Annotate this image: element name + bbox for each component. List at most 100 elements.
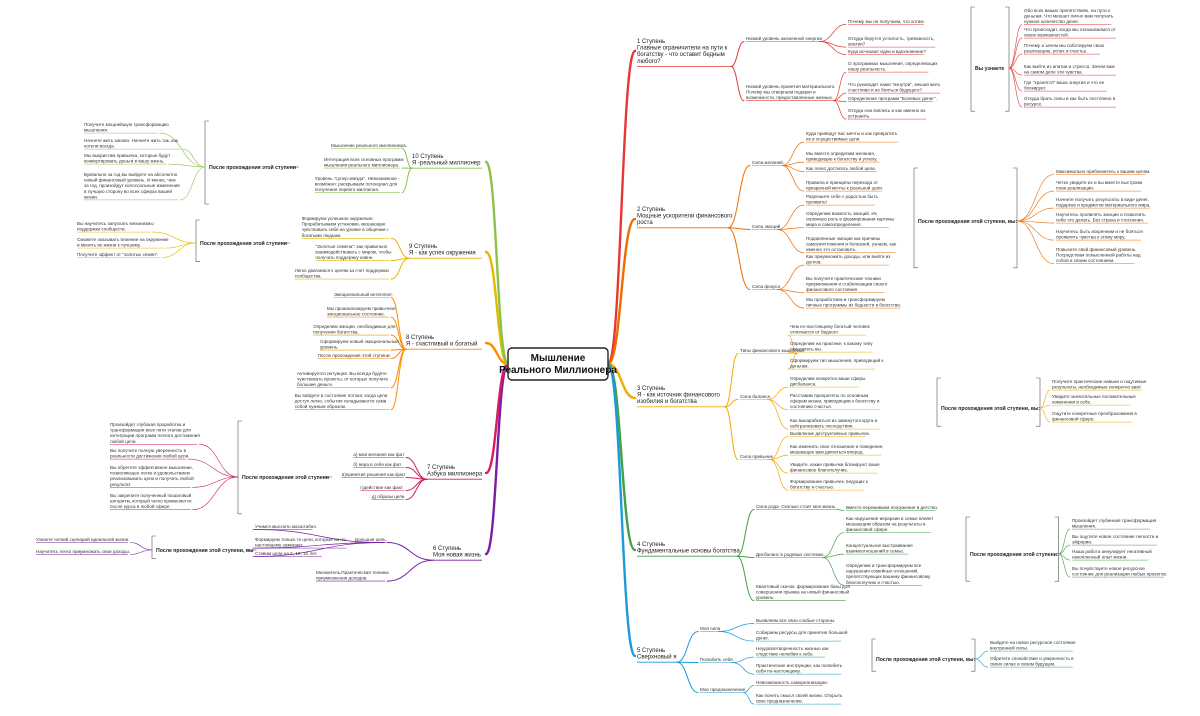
result-item[interactable]: Обо всех ваших препятствиях, на пути кде… bbox=[1024, 8, 1114, 24]
result-item[interactable]: Получите эффект от "золотых семян". bbox=[77, 252, 159, 257]
result-item[interactable]: Откуда брать силы и как быть постоянно в… bbox=[1024, 96, 1116, 107]
sub-topic[interactable]: Формируем успешное окружение.Прорабатыва… bbox=[302, 216, 390, 238]
sub-topic[interactable]: Большая цель. bbox=[355, 537, 387, 542]
leaf-topic[interactable]: Неудовлетворенность жизнью какследствие … bbox=[756, 646, 830, 657]
leaf-topic[interactable]: Определим на практике, к какому типуотно… bbox=[790, 341, 873, 352]
leaf-topic[interactable]: Куда исчезают идеи и вдохновение? bbox=[848, 49, 926, 54]
leaf-topic[interactable]: Как понять смысл своей жизни. Открытьсво… bbox=[756, 692, 843, 704]
sub-topic[interactable]: Вы войдете в состояние потока: когда цел… bbox=[295, 392, 388, 409]
result-heading[interactable]: После прохождения этой ступени, вы: bbox=[918, 218, 1017, 225]
result-item[interactable]: Ощутите конкретные преобразования вфинан… bbox=[1052, 411, 1137, 422]
leaf-topic[interactable]: Почему мы не получаем, что хотим. bbox=[848, 19, 925, 24]
sub-topic[interactable]: а) мои желания как фат bbox=[353, 452, 405, 457]
leaf-topic[interactable]: Определим конкретно ваши сферыдисбаланса… bbox=[790, 376, 865, 387]
result-heading[interactable]: После прохождения этой ступени: bbox=[970, 551, 1059, 558]
leaf-topic[interactable]: Вы получите практические техникиприумнож… bbox=[806, 276, 888, 292]
sub-topic[interactable]: Сила привычек bbox=[740, 454, 774, 459]
leaf-topic[interactable]: Куда приведут вас мечты и как превратить… bbox=[806, 131, 898, 142]
sub-topic[interactable]: Сила желаний. bbox=[752, 159, 784, 165]
result-item[interactable]: Получите мощнейшую трансформациюмышления… bbox=[84, 121, 169, 133]
leaf-topic[interactable]: Откуда берутся усталость, тревожность,ап… bbox=[848, 36, 935, 47]
leaf-topic[interactable]: Правила и принципы перехода отпризрачной… bbox=[806, 180, 883, 191]
leaf-topic[interactable]: Что руководит нами "изнутри", мешая жить… bbox=[848, 82, 941, 93]
leaf-topic[interactable]: Невозможность самореализации. bbox=[756, 680, 828, 685]
leaf-topic[interactable]: Как нарушение иерархии в семье влияетмеш… bbox=[846, 516, 934, 532]
result-item[interactable]: Увидите значительные положительныеизмене… bbox=[1052, 394, 1136, 405]
result-item[interactable]: Где "хранятся" ваша энергия и что ееблок… bbox=[1024, 80, 1105, 91]
leaf-topic[interactable]: Мы вместе определим желания,приводящие к… bbox=[806, 151, 877, 162]
result-item[interactable]: Вы ощутите новое состояние легкости иэйф… bbox=[1072, 534, 1159, 545]
sub-topic[interactable]: Сила фокуса bbox=[752, 284, 780, 289]
leaf-topic[interactable]: Учимся мыслить масштабно. bbox=[255, 524, 317, 529]
sub-topic[interactable]: Определим эмоции, необходимые дляполучен… bbox=[313, 324, 396, 335]
leaf-topic[interactable]: Определим и трансформируем всенарушения … bbox=[846, 563, 931, 585]
sub-topic[interactable]: Множитель.Практическая техникаприумножен… bbox=[316, 570, 389, 581]
sub-topic[interactable]: Интеграция всех основных программмышлени… bbox=[324, 157, 403, 168]
result-item[interactable]: Начнете жить заново. Начнете жить так, к… bbox=[84, 138, 179, 149]
leaf-topic[interactable]: Увидите, какие привычки блокируют вашефи… bbox=[790, 462, 880, 473]
sub-topic[interactable]: Полюбить себя. bbox=[700, 657, 734, 662]
sub-topic[interactable]: Низкий уровень принятия материального.По… bbox=[746, 83, 835, 100]
sub-topic[interactable]: Активируется интуиция. Вы всегда будетеч… bbox=[297, 371, 389, 387]
result-item[interactable]: Научитесь легко приумножать свои доходы. bbox=[36, 549, 130, 554]
leaf-topic[interactable]: Как приумножить доходы, или выйти издолг… bbox=[806, 253, 890, 265]
leaf-topic[interactable]: О программах мышления, определяющихнашу … bbox=[848, 61, 938, 72]
result-item[interactable]: Начнете получать результаты в виде денег… bbox=[1056, 197, 1151, 208]
sub-topic[interactable]: Дисбаланс в родовых системах. bbox=[756, 552, 825, 557]
sub-topic[interactable]: "Золотые семена": как правильновзаимодей… bbox=[315, 244, 391, 260]
result-item[interactable]: Произойдет глубокая проработка итрансфор… bbox=[110, 421, 200, 444]
result-item[interactable]: Узнаете четкий сценарий идеальной жизни. bbox=[36, 536, 129, 542]
result-item[interactable]: Научитесь проявлять эмоции и позволитьсе… bbox=[1056, 212, 1146, 223]
result-heading[interactable]: После прохождения этой ступени, вы: bbox=[876, 656, 975, 663]
result-item[interactable]: Мы выкристим привычка, которые будутконв… bbox=[84, 153, 171, 164]
result-item[interactable]: Вы научитесь запускать механизмыподдержк… bbox=[77, 221, 154, 232]
result-item[interactable]: Вы обретете эффективное мышление,позволя… bbox=[110, 465, 194, 487]
leaf-topic[interactable]: Концептуальное выстраиваниевзаимоотношен… bbox=[846, 543, 913, 554]
leaf-topic[interactable]: Определение программ "Болевых денег". bbox=[848, 96, 937, 101]
result-item[interactable]: Вы получите полную уверенность вреальнос… bbox=[110, 448, 189, 459]
leaf-topic[interactable]: Как легко достигать любой цели. bbox=[806, 165, 876, 171]
sub-topic[interactable]: Эмоциональный интеллект. bbox=[334, 291, 393, 297]
result-item[interactable]: Вы почувствуете новое ресурсноесостояние… bbox=[1072, 566, 1167, 577]
result-item[interactable]: Сможете оказывать влияние на окружениеи … bbox=[77, 237, 169, 248]
result-item[interactable]: Наша работа аннулирует негативныйнакопле… bbox=[1072, 548, 1152, 560]
result-heading[interactable]: Вы узнаете bbox=[975, 66, 1004, 72]
leaf-topic[interactable]: Выявляем все свои слабые стороны. bbox=[756, 618, 835, 623]
sub-topic[interactable]: После прохождения этой ступени: bbox=[318, 352, 391, 358]
leaf-topic[interactable]: Как изменить свое отношение и поведение,… bbox=[790, 444, 884, 455]
sub-topic[interactable]: Сила баланса bbox=[740, 394, 771, 399]
sub-topic[interactable]: Моя сила bbox=[700, 626, 721, 631]
sub-topic[interactable]: Типы финансового мышления bbox=[740, 348, 805, 353]
result-item[interactable]: Четко увидите их и вы вместе выстроимпла… bbox=[1056, 180, 1142, 191]
result-heading[interactable]: После прохождения этой ступени, вы bbox=[156, 547, 254, 554]
result-item[interactable]: Научитесь быть искренним и не боятьсяпро… bbox=[1056, 229, 1143, 240]
result-item[interactable]: Обретете спокойствие и уверенность всвои… bbox=[990, 655, 1074, 667]
leaf-topic[interactable]: Как выкарабкаться из замкнутого круга ин… bbox=[790, 418, 878, 429]
sub-topic[interactable]: Уровень "супер-звезда". Невозможное -воз… bbox=[315, 176, 400, 192]
result-heading[interactable]: После прохождения этой ступени bbox=[209, 164, 296, 171]
sub-topic[interactable]: б) вера в себя как фат bbox=[353, 462, 402, 467]
result-item[interactable]: Вы закрепите полученный пошаговыйалгорит… bbox=[110, 492, 192, 509]
leaf-topic[interactable]: Формирование привычек, ведущих кбогатств… bbox=[790, 479, 869, 490]
leaf-topic[interactable]: Сформируем тип мышления, приводящий кден… bbox=[790, 357, 884, 369]
result-item[interactable]: Произойдет глубинная трансформациямышлен… bbox=[1072, 517, 1157, 529]
central-topic[interactable]: Мышление Реального Миллионера bbox=[499, 347, 617, 381]
result-item[interactable]: Максимально приблизитесь к вашим целям. bbox=[1056, 169, 1151, 174]
sub-topic[interactable]: в)принятие решения как факт bbox=[342, 472, 407, 477]
leaf-topic[interactable]: Собираем ресурсы для принятия большейден… bbox=[756, 629, 848, 641]
sub-topic[interactable]: Сила эмоций bbox=[752, 223, 781, 229]
sub-topic[interactable]: Мы проанализируем привычноеэмоциональное… bbox=[327, 306, 396, 317]
sub-topic[interactable]: Мышление реального миллионера. bbox=[331, 143, 407, 148]
